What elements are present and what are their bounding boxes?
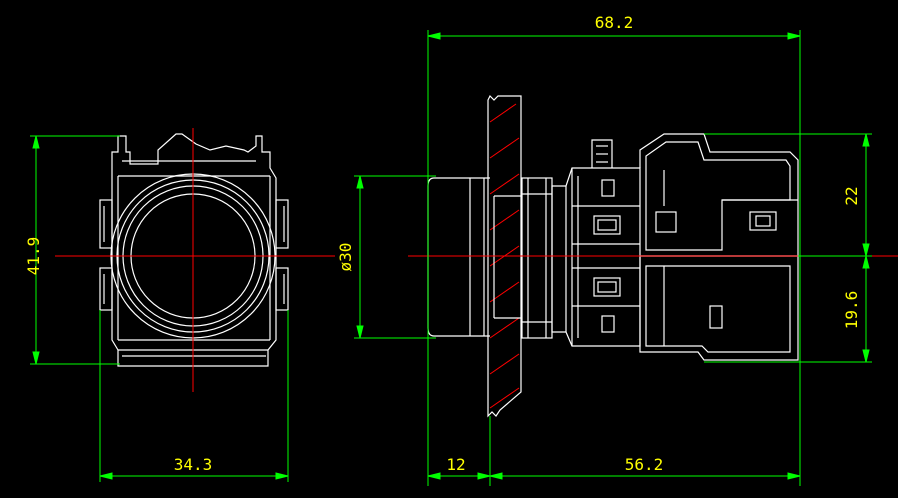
diameter-dimension: ø30 [336, 243, 355, 272]
front-width-dimension: 34.3 [174, 455, 213, 474]
left-lower-lug [99, 267, 113, 311]
front-view [99, 133, 289, 367]
adaptor-body [551, 167, 641, 347]
mounting-nut [521, 177, 553, 339]
front-housing-outline [111, 133, 277, 367]
side-dimensions [354, 30, 872, 486]
lower-height-dimension: 19.6 [842, 291, 861, 330]
body-length-dimension: 56.2 [625, 455, 664, 474]
contact-block-upper [639, 133, 799, 257]
right-lower-lug [275, 267, 289, 311]
front-center-lines [55, 128, 335, 392]
left-upper-lug [99, 199, 113, 249]
front-height-dimension: 41.9 [24, 237, 43, 276]
button-head [427, 177, 490, 337]
front-dimensions [30, 135, 289, 482]
overall-length-dimension: 68.2 [595, 13, 634, 32]
right-upper-lug [275, 199, 289, 249]
side-view [427, 133, 799, 361]
upper-height-dimension: 22 [842, 186, 861, 205]
top-latch [591, 139, 613, 168]
head-length-dimension: 12 [446, 455, 465, 474]
